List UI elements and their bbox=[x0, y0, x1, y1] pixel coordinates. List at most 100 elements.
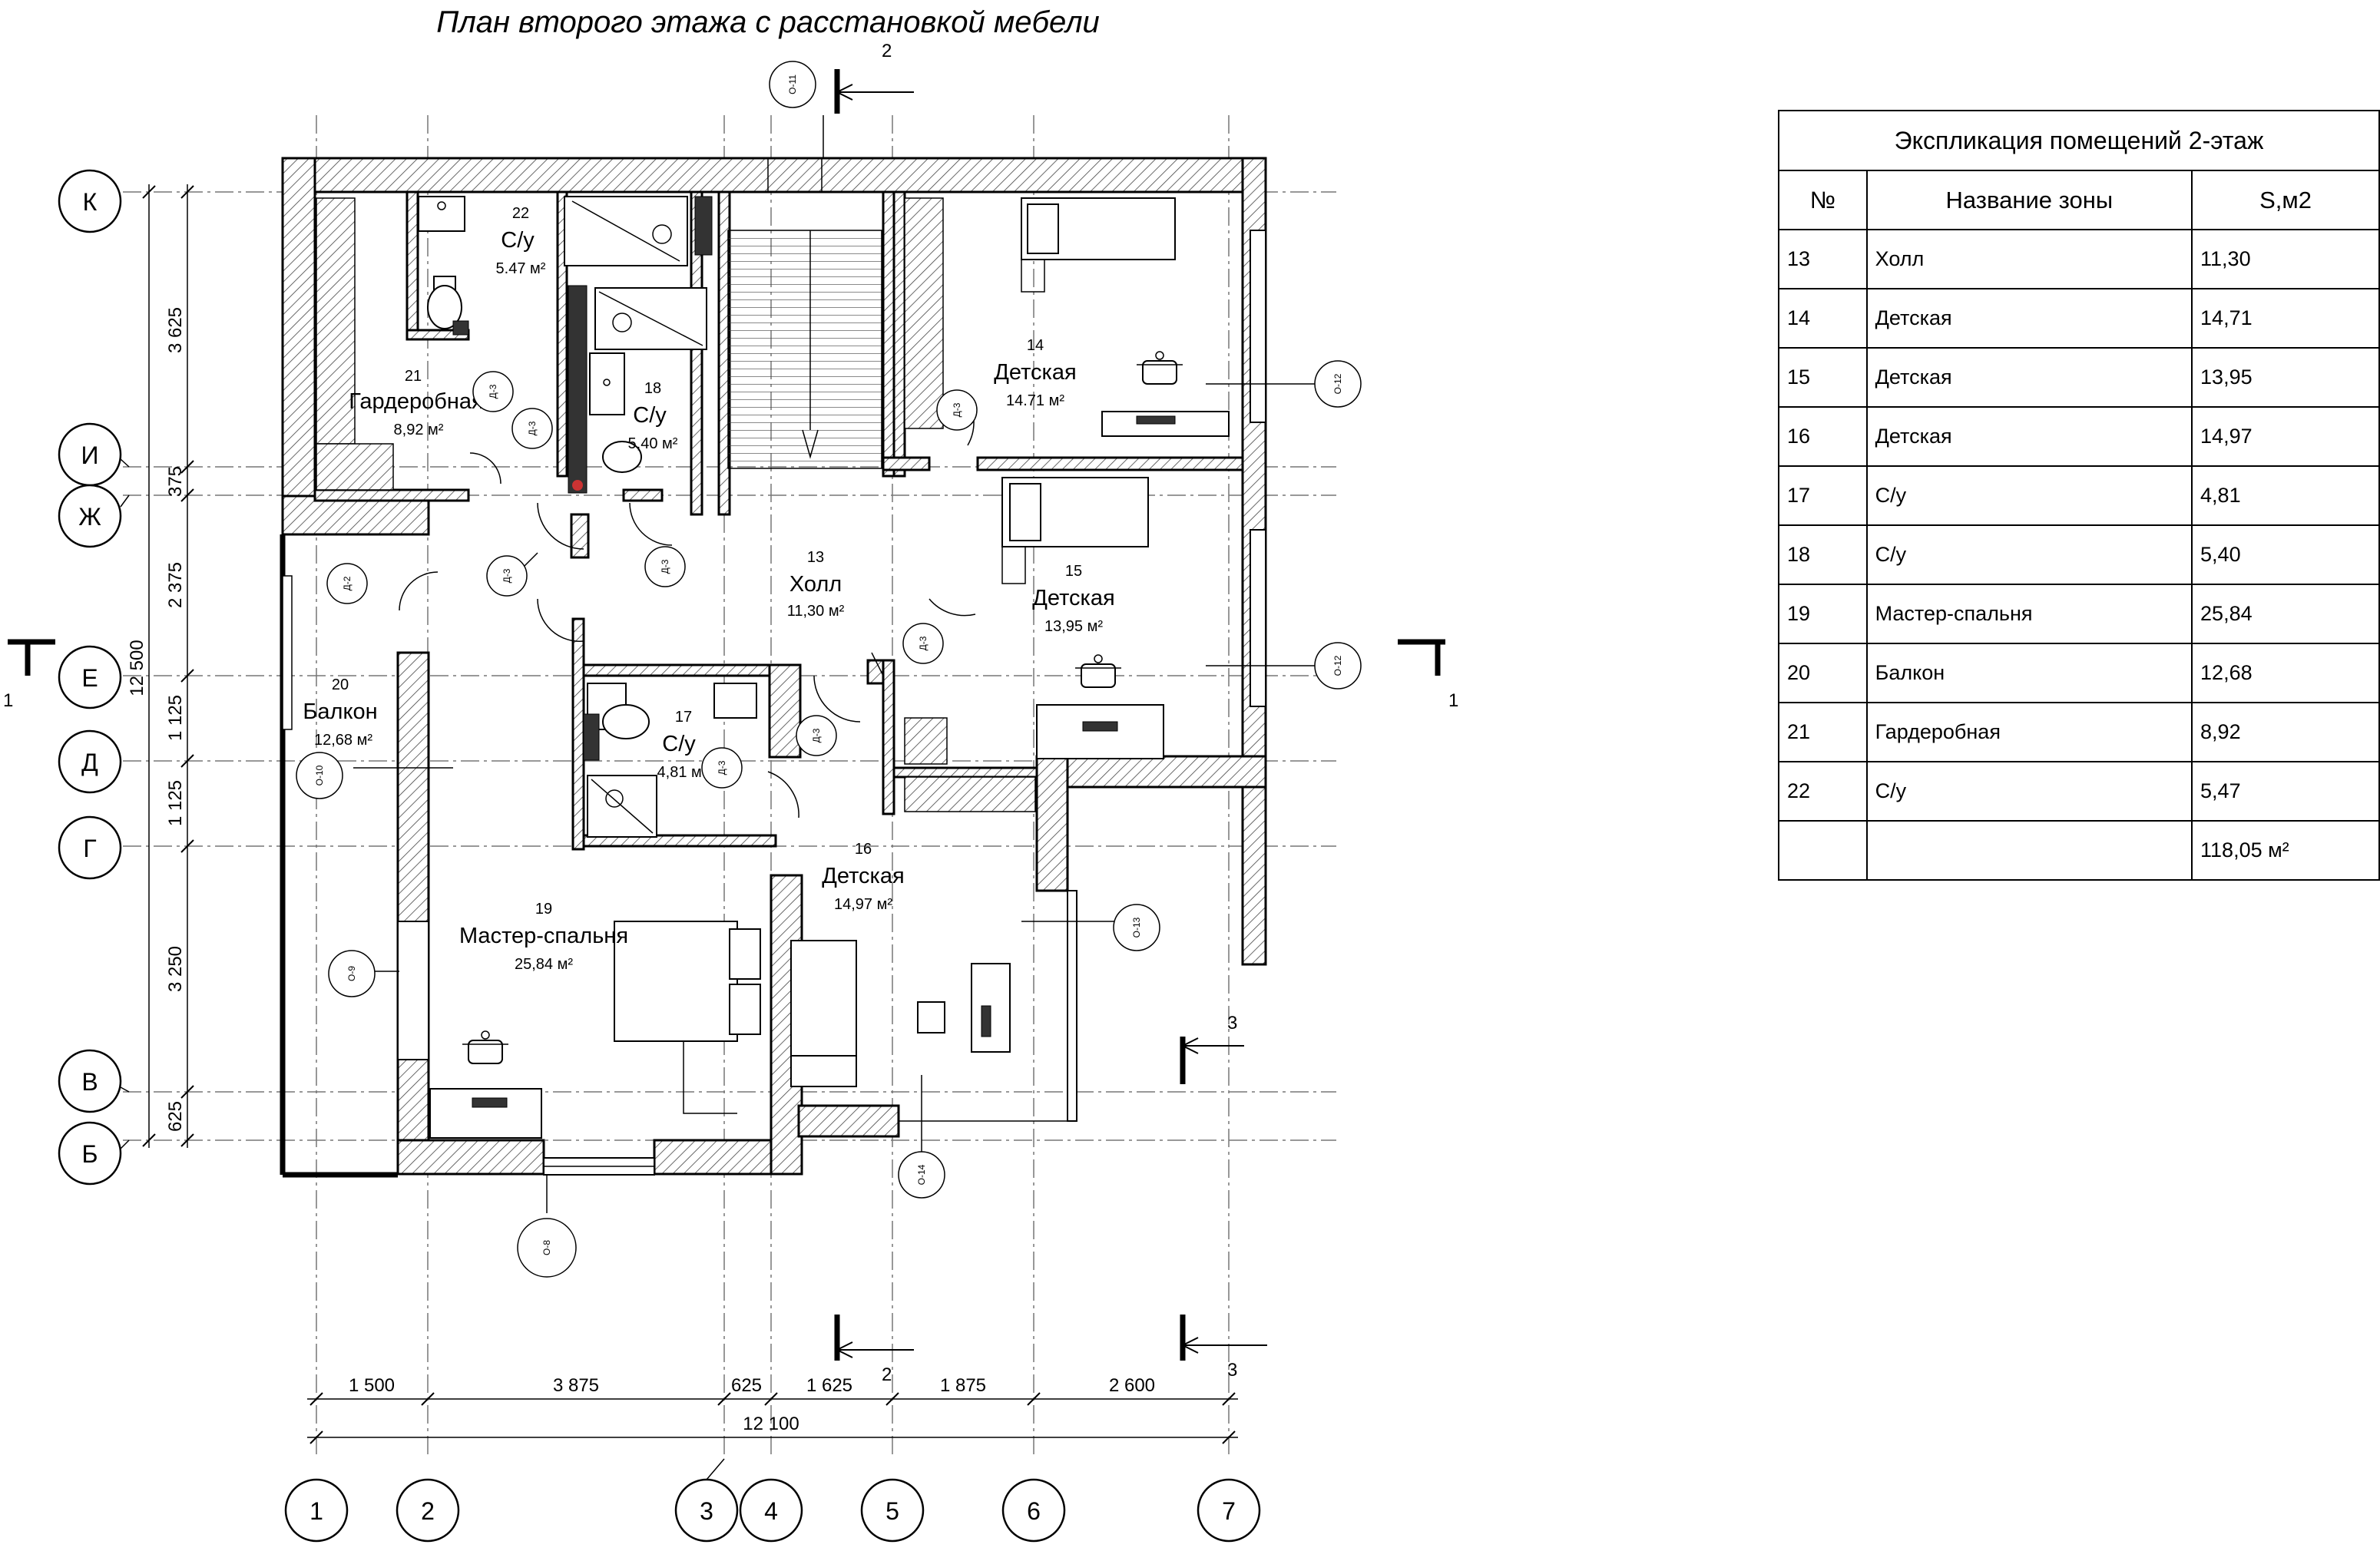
dimensions-left: 3 625 375 2 375 1 125 1 125 3 250 625 12… bbox=[127, 184, 194, 1148]
svg-text:О-11: О-11 bbox=[787, 74, 798, 94]
axis-bubbles-horizontal: К И Ж Е Д Г В Б bbox=[58, 169, 130, 1186]
door-tag: Д-3 bbox=[486, 555, 528, 597]
axis-bubble-V: В bbox=[58, 1049, 122, 1113]
svg-text:21: 21 bbox=[405, 368, 422, 385]
svg-text:Ж: Ж bbox=[78, 503, 101, 531]
door-tag: Д-3 bbox=[936, 389, 978, 431]
svg-text:22: 22 bbox=[512, 205, 529, 222]
svg-text:14,97 м²: 14,97 м² bbox=[834, 896, 892, 913]
room-18-label: 18 С/у 5,40 м² bbox=[628, 380, 678, 452]
door-tag: Д-3 bbox=[472, 371, 514, 412]
svg-text:2: 2 bbox=[421, 1497, 435, 1525]
svg-text:Д-3: Д-3 bbox=[660, 559, 670, 574]
axis-bubble-Zh: Ж bbox=[58, 484, 122, 548]
svg-text:О-12: О-12 bbox=[1332, 655, 1343, 676]
room-13-label: 13 Холл 11,30 м² bbox=[787, 549, 845, 620]
header-zone-name: Название зоны bbox=[1865, 170, 2193, 230]
svg-text:Гардеробная: Гардеробная bbox=[349, 389, 483, 414]
svg-text:2: 2 bbox=[882, 1364, 892, 1385]
axis-bubble-E: Е bbox=[58, 645, 122, 709]
svg-text:12 100: 12 100 bbox=[743, 1414, 799, 1434]
svg-text:Б: Б bbox=[82, 1140, 98, 1168]
svg-text:Детская: Детская bbox=[1032, 586, 1114, 610]
svg-text:11,30 м²: 11,30 м² bbox=[787, 603, 845, 620]
svg-text:17: 17 bbox=[675, 709, 692, 726]
svg-text:4,81 м²: 4,81 м² bbox=[657, 764, 707, 781]
svg-text:И: И bbox=[81, 442, 99, 469]
svg-text:О-13: О-13 bbox=[1131, 917, 1142, 938]
dimensions-bottom: 1 500 3 875 625 1 625 1 875 2 600 12 100 bbox=[307, 1375, 1238, 1444]
svg-text:12 500: 12 500 bbox=[127, 640, 147, 696]
door-tag: Д-3 bbox=[796, 715, 837, 756]
window-tag: О-10 bbox=[296, 752, 343, 799]
room-14-label: 14 Детская 14.71 м² bbox=[994, 337, 1076, 409]
explication-caption: Экспликация помещений 2-этаж bbox=[1778, 110, 2380, 171]
svg-text:Д-3: Д-3 bbox=[952, 402, 962, 417]
svg-text:Д-2: Д-2 bbox=[342, 576, 353, 590]
room-15-label: 15 Детская 13,95 м² bbox=[1032, 563, 1114, 635]
svg-text:625: 625 bbox=[165, 1101, 186, 1132]
door-tag: Д-2 bbox=[326, 563, 368, 604]
svg-text:25,84 м²: 25,84 м² bbox=[515, 956, 573, 973]
window-tags: О-11 О-12 О-12 О-13 О-14 О-10 О-9 О-8 bbox=[296, 61, 1362, 1278]
window-tag: О-14 bbox=[898, 1151, 945, 1199]
svg-text:1: 1 bbox=[3, 690, 13, 711]
axis-bubble-1: 1 bbox=[284, 1478, 349, 1543]
svg-text:375: 375 bbox=[165, 466, 186, 497]
svg-text:2 375: 2 375 bbox=[165, 562, 186, 608]
svg-text:Мастер-спальня: Мастер-спальня bbox=[459, 924, 628, 948]
svg-text:Д-3: Д-3 bbox=[527, 421, 538, 435]
axis-bubble-4: 4 bbox=[739, 1478, 803, 1543]
svg-text:О-8: О-8 bbox=[541, 1240, 552, 1255]
room-19-label: 19 Мастер-спальня 25,84 м² bbox=[459, 901, 628, 973]
door-tags: Д-3 Д-3 Д-3 Д-3 Д-2 Д-3 Д-3 Д-3 Д-3 bbox=[326, 371, 978, 789]
window-tag: О-12 bbox=[1314, 642, 1362, 690]
axis-bubble-I: И bbox=[58, 422, 122, 487]
svg-text:Детская: Детская bbox=[822, 864, 904, 888]
svg-text:3 625: 3 625 bbox=[165, 307, 186, 353]
axis-bubble-D: Д bbox=[58, 729, 122, 794]
svg-text:Д-3: Д-3 bbox=[811, 728, 822, 742]
axis-bubble-K: К bbox=[58, 169, 122, 233]
svg-text:15: 15 bbox=[1065, 563, 1082, 580]
staircase bbox=[727, 158, 882, 469]
svg-text:3: 3 bbox=[1227, 1013, 1237, 1034]
svg-text:18: 18 bbox=[644, 380, 661, 397]
svg-text:3: 3 bbox=[1227, 1360, 1237, 1381]
room-17-label: 17 С/у 4,81 м² bbox=[657, 709, 707, 781]
total-area: 118,05 м² bbox=[2191, 820, 2380, 881]
svg-text:1 500: 1 500 bbox=[349, 1375, 395, 1396]
axis-bubble-3: 3 bbox=[674, 1478, 739, 1543]
svg-text:3 250: 3 250 bbox=[165, 946, 186, 992]
window-tag: О-9 bbox=[328, 950, 376, 997]
svg-text:5.47 м²: 5.47 м² bbox=[496, 260, 546, 277]
floor-plan-drawing: План второго этажа с расстановкой мебели bbox=[3, 5, 1458, 1543]
svg-text:8,92 м²: 8,92 м² bbox=[394, 422, 444, 438]
svg-text:14: 14 bbox=[1027, 337, 1044, 354]
door-tag: Д-3 bbox=[902, 623, 944, 664]
svg-text:1 875: 1 875 bbox=[940, 1375, 986, 1396]
svg-text:13,95 м²: 13,95 м² bbox=[1044, 618, 1103, 635]
window-tag: О-11 bbox=[769, 61, 816, 108]
axis-bubble-2: 2 bbox=[396, 1478, 460, 1543]
svg-text:3: 3 bbox=[700, 1497, 713, 1525]
svg-text:Д: Д bbox=[81, 749, 98, 776]
svg-text:2: 2 bbox=[882, 41, 892, 61]
svg-text:Д-3: Д-3 bbox=[501, 568, 512, 583]
svg-text:О-10: О-10 bbox=[314, 765, 325, 785]
section-mark-3-bottom: 3 bbox=[1180, 1315, 1267, 1381]
section-mark-2-bottom: 2 bbox=[834, 1315, 914, 1385]
axis-bubble-6: 6 bbox=[1001, 1478, 1066, 1543]
window-tag: О-13 bbox=[1113, 904, 1160, 951]
svg-text:Холл: Холл bbox=[789, 572, 842, 597]
svg-text:20: 20 bbox=[332, 676, 349, 693]
svg-text:Д-3: Д-3 bbox=[918, 636, 928, 650]
svg-text:О-12: О-12 bbox=[1332, 373, 1343, 394]
svg-text:16: 16 bbox=[855, 841, 872, 858]
axis-bubble-5: 5 bbox=[860, 1478, 925, 1543]
